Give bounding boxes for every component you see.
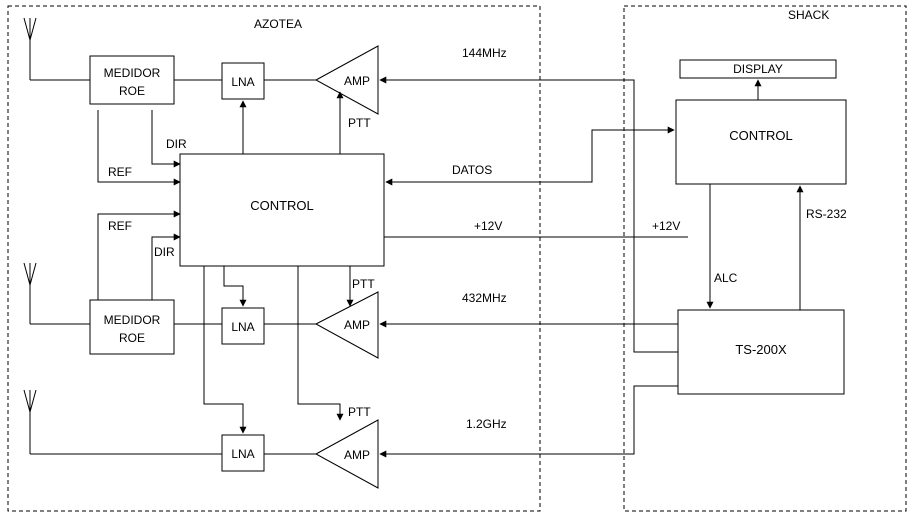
control-lna-2 xyxy=(223,266,247,307)
ref-line-1 xyxy=(97,110,181,186)
transceiver-block xyxy=(677,309,845,395)
control-block-shack xyxy=(675,99,847,185)
azotea-zone xyxy=(7,5,541,512)
ptt-line-3 xyxy=(297,266,344,421)
lna-label-2: LNA xyxy=(231,320,254,334)
display-block xyxy=(679,59,837,79)
medidor-roe-label-1a: MEDIDOR xyxy=(104,66,161,80)
lna-label-1: LNA xyxy=(231,75,254,89)
shack-zone xyxy=(623,5,907,512)
datos-link xyxy=(385,126,675,186)
v12-label-azotea: +12V xyxy=(474,219,502,233)
ptt-label-1: PTT xyxy=(348,116,371,130)
rs232-label: RS-232 xyxy=(806,207,847,221)
dir-label-2: DIR xyxy=(154,245,175,259)
tx-144-stub xyxy=(633,100,678,353)
medidor-roe-label-2a: MEDIDOR xyxy=(104,313,161,327)
amp-label-2: AMP xyxy=(344,318,370,332)
amp-triangle-1 xyxy=(314,45,379,115)
alc-label: ALC xyxy=(714,271,738,285)
dir-label-1: DIR xyxy=(166,137,187,151)
azotea-label: AZOTEA xyxy=(254,17,302,31)
lna-label-3: LNA xyxy=(231,447,254,461)
medidor-roe-block-2 xyxy=(89,299,175,355)
shack-label: SHACK xyxy=(788,8,829,22)
ref-label-2: REF xyxy=(108,219,132,233)
display-label: DISPLAY xyxy=(733,62,783,76)
amp-label-3: AMP xyxy=(344,448,370,462)
medidor-roe-block-1 xyxy=(89,55,175,105)
tx-feed-1200 xyxy=(379,385,678,458)
v12-label-shack: +12V xyxy=(652,219,680,233)
amp-triangle-2 xyxy=(314,291,379,359)
tx-feed-144 xyxy=(379,76,635,100)
ptt-label-3: PTT xyxy=(348,405,371,419)
control-lna-3 xyxy=(203,266,247,434)
medidor-roe-label-2b: ROE xyxy=(119,331,145,345)
band-label-144: 144MHz xyxy=(462,46,507,60)
lna-block-2 xyxy=(221,307,265,345)
transceiver-label: TS-200X xyxy=(735,342,787,357)
band-label-1200: 1.2GHz xyxy=(466,417,507,431)
medidor-roe-label-1b: ROE xyxy=(119,84,145,98)
dir-line-2 xyxy=(151,233,181,300)
band-label-432: 432MHz xyxy=(462,291,507,305)
control-block-azotea xyxy=(179,153,385,267)
control-label-azotea: CONTROL xyxy=(250,198,314,213)
control-label-shack: CONTROL xyxy=(729,128,793,143)
dir-line-1 xyxy=(151,110,181,168)
amp-label-1: AMP xyxy=(344,74,370,88)
antenna-icon-1 xyxy=(23,17,90,81)
amp-triangle-3 xyxy=(314,419,379,489)
ref-label-1: REF xyxy=(108,165,132,179)
ptt-label-2: PTT xyxy=(352,277,375,291)
datos-label: DATOS xyxy=(452,163,492,177)
antenna-icon-3 xyxy=(23,389,222,455)
lna-block-1 xyxy=(221,62,265,100)
antenna-icon-2 xyxy=(23,262,90,325)
ref-line-2 xyxy=(97,210,181,300)
lna-block-3 xyxy=(221,434,265,472)
